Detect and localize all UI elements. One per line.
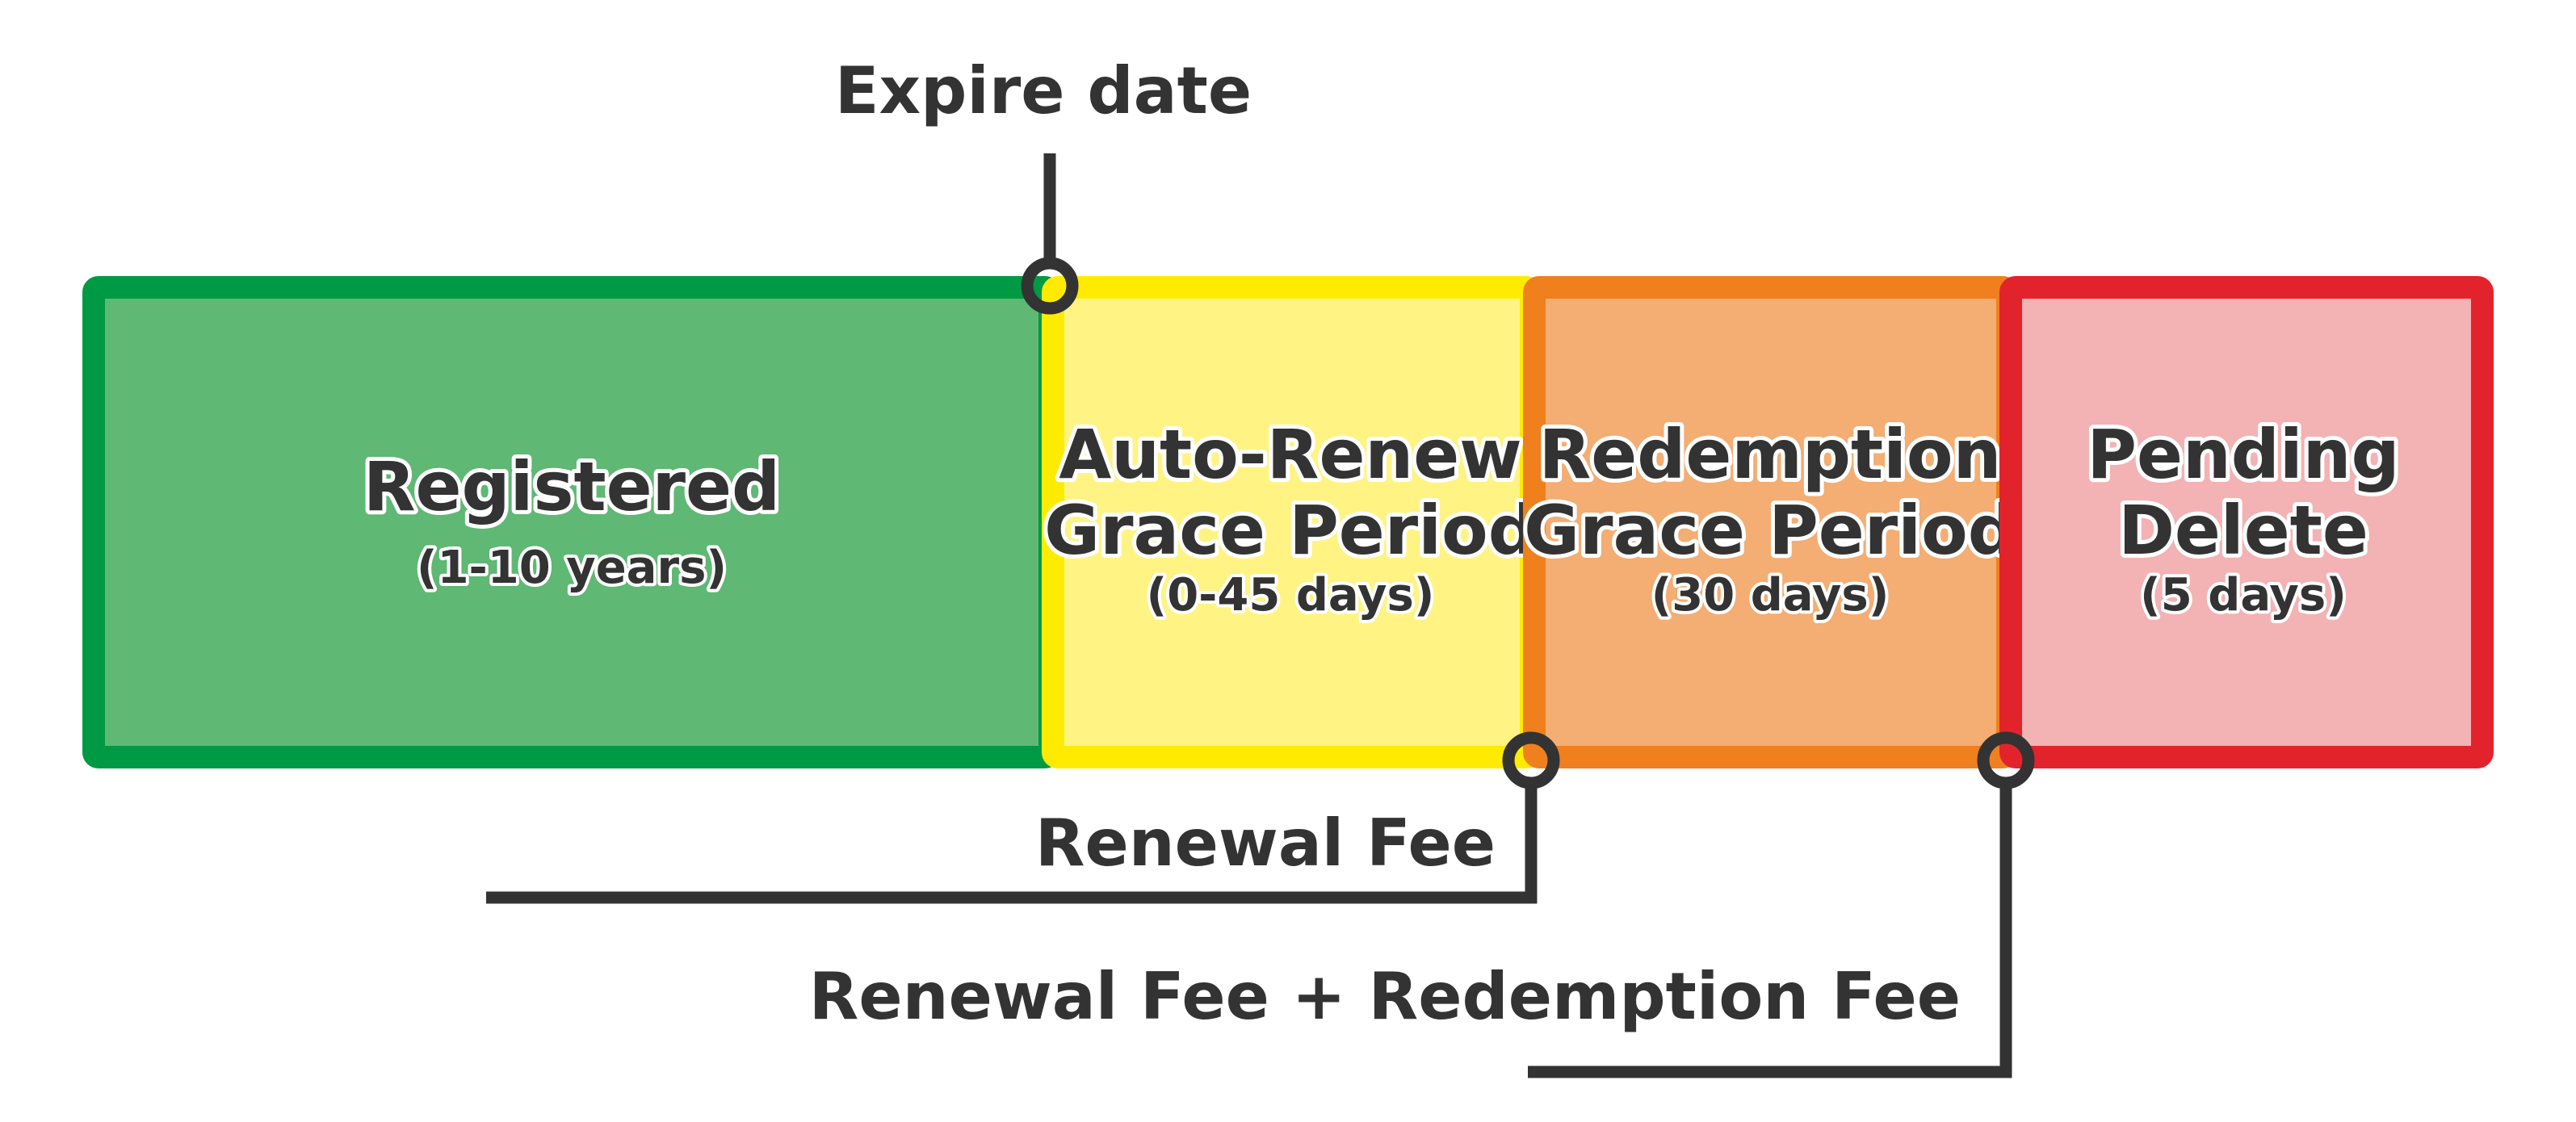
callout-renewal-fee: Renewal Fee [486,731,1560,904]
stage-redemption-grace-title-line-1: Redemption [1539,415,2002,494]
renewal-fee-connector [486,781,1538,904]
stage-pending-delete-title-line-2: Delete [2118,491,2368,570]
stage-registered-duration: (1-10 years) [417,542,727,594]
stage-registered-title: Registered [363,447,780,526]
callout-redemption-fee: Renewal Fee + Redemption Fee [809,731,2035,1078]
stage-pending-delete: Pending Delete (5 days) [1999,276,2494,768]
expire-date-marker [1021,257,1079,315]
stage-auto-renew-grace: Auto-Renew Grace Period (0-45 days) [1040,276,1542,768]
callout-expire-date: Expire date [835,53,1252,315]
stage-auto-renew-grace-title-line-1: Auto-Renew [1059,415,1522,494]
redemption-fee-connector [1528,781,2012,1078]
stage-pending-delete-title-line-1: Pending [2087,415,2399,494]
stage-pending-delete-duration: (5 days) [2140,569,2347,622]
stage-auto-renew-grace-duration: (0-45 days) [1147,569,1435,622]
stage-auto-renew-grace-title-line-2: Grace Period [1044,491,1537,570]
stage-redemption-grace: Redemption Grace Period (30 days) [1520,276,2020,768]
stage-registered: Registered (1-10 years) [82,276,1061,768]
renewal-plus-redemption-fee-label: Renewal Fee + Redemption Fee [809,959,1961,1034]
renewal-fee-marker [1502,731,1560,789]
renewal-fee-label: Renewal Fee [1035,806,1496,881]
stage-redemption-grace-duration: (30 days) [1651,569,1890,622]
redemption-fee-marker [1977,731,2035,789]
expire-date-label: Expire date [835,53,1252,128]
stage-pending-delete-box [1999,276,2494,768]
stage-redemption-grace-title-line-2: Grace Period [1524,491,2016,570]
